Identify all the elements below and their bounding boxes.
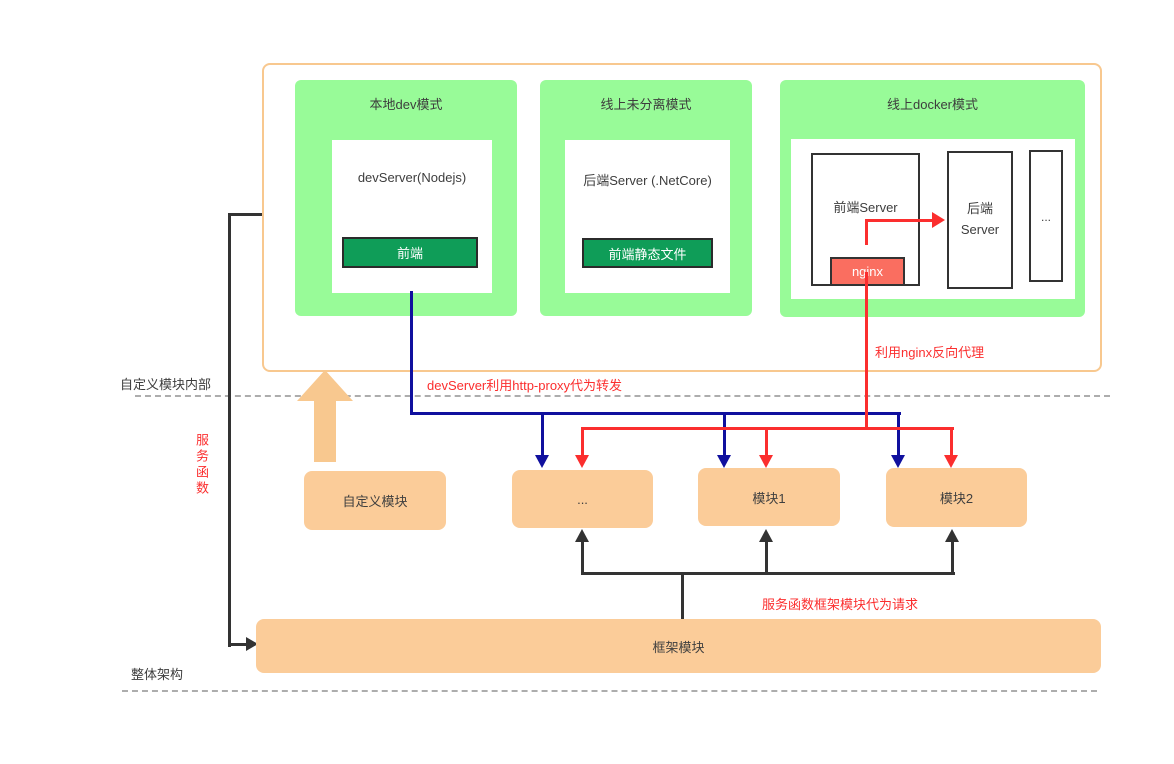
nginx-branch1 xyxy=(581,429,584,455)
custom-module-box: 自定义模块 xyxy=(304,471,446,530)
devserver-arrow2-icon xyxy=(717,455,731,468)
nginx-to-backend-line-v xyxy=(865,221,868,245)
docker-dots-box: ... xyxy=(1029,150,1063,282)
frame-link-arrow-icon xyxy=(246,637,258,651)
docker-dots-label: ... xyxy=(1040,210,1051,224)
frame-module-box: 框架模块 xyxy=(256,619,1101,673)
devserver-branch1 xyxy=(541,414,544,455)
section-label-custom-internal: 自定义模块内部 xyxy=(120,377,212,392)
nginx-branch2 xyxy=(765,429,768,455)
frontend-badge: 前端 xyxy=(342,237,478,268)
devserver-line-v xyxy=(410,291,413,413)
frame-up-stem xyxy=(681,574,684,619)
frame-up-arrow1-icon xyxy=(575,529,589,542)
module1-box: 模块1 xyxy=(698,468,840,526)
devserver-line-h xyxy=(410,412,901,415)
local-dev-server-box: devServer(Nodejs) 前端 xyxy=(332,140,492,293)
annotation-service-fn: 服务函数 xyxy=(194,433,209,497)
devserver-branch2 xyxy=(723,414,726,455)
docker-front-server-label: 前端Server xyxy=(833,200,898,215)
panel-online-combined-title: 线上未分离模式 xyxy=(600,97,692,112)
custom-module-arrow-shaft xyxy=(314,400,336,462)
annotation-frame-proxy: 服务函数框架模块代为请求 xyxy=(762,597,919,612)
docker-back-server-line2: Server xyxy=(960,222,1000,237)
panel-local-dev-title: 本地dev模式 xyxy=(369,97,443,112)
devserver-arrow3-icon xyxy=(891,455,905,468)
frame-up-branch3 xyxy=(951,541,954,573)
frame-up-branch2 xyxy=(765,541,768,573)
devserver-branch3 xyxy=(897,412,900,455)
static-files-badge: 前端静态文件 xyxy=(582,238,713,268)
local-dev-server-label: devServer(Nodejs) xyxy=(357,170,467,185)
nginx-arrow2-icon xyxy=(759,455,773,468)
separator-overall xyxy=(122,690,1097,692)
panel-online-docker-title: 线上docker模式 xyxy=(886,97,979,112)
nginx-line-h xyxy=(581,427,954,430)
docker-back-server-box: 后端 Server xyxy=(947,151,1013,289)
nginx-line-v xyxy=(865,272,868,429)
nginx-to-backend-arrow-icon xyxy=(932,212,945,228)
netcore-server-label: 后端Server (.NetCore) xyxy=(583,173,712,188)
nginx-branch3 xyxy=(950,427,953,455)
frame-up-h xyxy=(581,572,955,575)
nginx-arrow1-icon xyxy=(575,455,589,468)
frame-link-bottom-h xyxy=(228,643,248,646)
annotation-nginx-proxy: 利用nginx反向代理 xyxy=(875,345,985,360)
frame-up-branch1 xyxy=(581,541,584,573)
devserver-arrow1-icon xyxy=(535,455,549,468)
frame-link-v xyxy=(228,213,231,647)
nginx-to-backend-line-h xyxy=(865,219,932,222)
module2-box: 模块2 xyxy=(886,468,1027,527)
dots-module-box: ... xyxy=(512,470,653,528)
nginx-arrow3-icon xyxy=(944,455,958,468)
netcore-server-box: 后端Server (.NetCore) 前端静态文件 xyxy=(565,140,730,293)
section-label-overall: 整体架构 xyxy=(131,667,184,682)
frame-up-arrow2-icon xyxy=(759,529,773,542)
docker-back-server-line1: 后端 xyxy=(966,201,993,217)
nginx-box: nginx xyxy=(830,257,905,286)
annotation-dev-proxy: devServer利用http-proxy代为转发 xyxy=(427,378,623,393)
custom-module-arrow-icon xyxy=(297,370,353,401)
separator-custom-internal xyxy=(135,395,1110,397)
frame-link-top-h xyxy=(228,213,262,216)
frame-up-arrow3-icon xyxy=(945,529,959,542)
